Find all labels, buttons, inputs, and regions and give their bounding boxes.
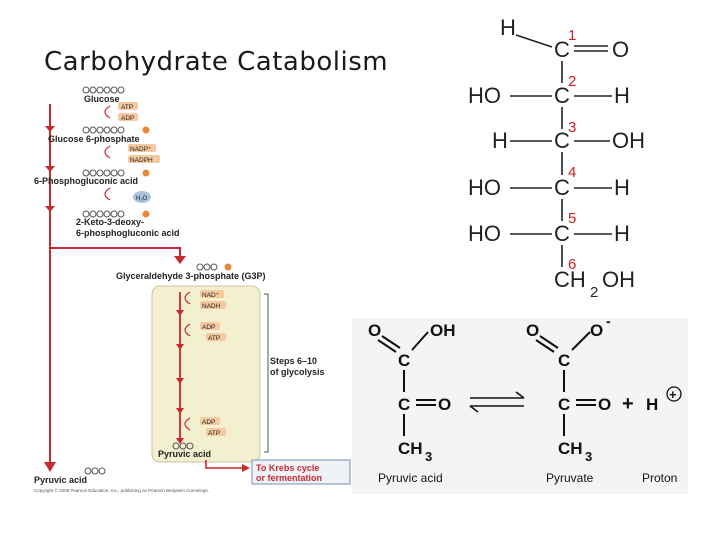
nadph-badge: [128, 155, 160, 163]
pyruvate-equilibrium: O OH C C O CH 3 O O - C C O CH 3 + H +: [352, 313, 688, 494]
acid-bonds: [377, 331, 436, 436]
nadph-label: NADPH: [130, 157, 153, 164]
g3p-label: Glyceraldehyde 3-phosphate (G3P): [116, 271, 266, 281]
glucose-structure: H C O HO C H H C OH HO C H HO C H CH 2 O…: [466, 15, 660, 301]
pyruvic-inner-carbons: [172, 442, 194, 450]
row4-right: H: [614, 175, 630, 200]
kdpg-carbons: [82, 210, 150, 218]
acid-sub: 3: [425, 449, 432, 464]
nadp-badge: [128, 144, 156, 152]
water-molecule: [133, 191, 151, 203]
row5-center: C: [554, 221, 570, 246]
equilibrium-arrows: [469, 391, 525, 413]
copyright-note: Copyright © 2009 Pearson Education, Inc.…: [34, 487, 209, 493]
row2-right: H: [614, 83, 630, 108]
row3-center: C: [554, 128, 570, 153]
arrow-head: [44, 462, 56, 472]
base-minus: -: [606, 318, 611, 329]
carbon-number-4: 4: [568, 164, 576, 181]
slide-title: Carbohydrate Catabolism: [44, 47, 389, 77]
base-o-side: O: [598, 395, 611, 414]
row5-left: HO: [468, 221, 501, 246]
nad-label: NAD⁺: [202, 292, 220, 299]
row1-center: C: [554, 37, 570, 62]
glycolysis-box: [151, 285, 261, 463]
pga-carbons: [82, 169, 150, 177]
carbon-number-3: 3: [568, 119, 576, 136]
atp3-label: ATP: [208, 430, 220, 437]
g6p-label: Glucose 6-phosphate: [48, 134, 140, 144]
atp-label: ATP: [121, 104, 133, 111]
plus-sign: +: [622, 393, 634, 415]
pathway-diagram: Glucose ATP ADP Glucose 6-phosphate NADP…: [30, 82, 356, 494]
base-c1: C: [558, 351, 570, 370]
row3-right: OH: [612, 128, 645, 153]
adp3-label: ADP: [202, 419, 215, 426]
base-o-top: O: [526, 321, 539, 340]
krebs-label-1: To Krebs cycle: [256, 463, 319, 473]
adp2-label: ADP: [202, 324, 215, 331]
row6-tail: OH: [602, 267, 635, 292]
adp-label: ADP: [121, 115, 134, 122]
row2-center: C: [554, 83, 570, 108]
base-o-minus: O: [590, 321, 603, 340]
atp2-label: ATP: [208, 335, 220, 342]
carbon-number-5: 5: [568, 210, 576, 227]
row1-left: H: [500, 15, 516, 40]
pyruvic-acid-label: Pyruvic acid: [378, 471, 443, 485]
steps-label-2: of glycolysis: [270, 367, 325, 377]
kdpg-label-1: 2-Keto-3-deoxy-: [76, 217, 144, 227]
row4-center: C: [554, 175, 570, 200]
row2-left: HO: [468, 83, 501, 108]
proton-charge: +: [669, 387, 677, 402]
glucose-label: Glucose: [84, 94, 120, 104]
branch-line: [49, 234, 181, 258]
pyruvic-bottom-carbons: [84, 467, 106, 475]
row6-main: CH: [554, 267, 586, 292]
carbon-number-6: 6: [568, 256, 576, 273]
base-sub: 3: [585, 449, 592, 464]
base-c2: C: [558, 395, 570, 414]
proton-charge-circle: [666, 386, 682, 402]
base-ch: CH: [558, 439, 583, 458]
proton-h: H: [646, 395, 658, 414]
pyruvic-bottom-label: Pyruvic acid: [34, 475, 87, 485]
krebs-box: [251, 459, 351, 485]
proton-label: Proton: [642, 471, 677, 485]
equilibrium-svg: O OH C C O CH 3 O O - C C O CH 3 + H +: [368, 313, 682, 485]
carbon-number-2: 2: [568, 73, 576, 90]
acid-c2: C: [398, 395, 410, 414]
adp-badge: [118, 113, 138, 121]
g6p-carbons: [82, 126, 150, 134]
glucose-structure-svg: H C O HO C H H C OH HO C H HO C H CH 2 O…: [468, 15, 645, 301]
steps-label-1: Steps 6–10: [270, 356, 317, 366]
row5-right: H: [614, 221, 630, 246]
row6-sub: 2: [590, 284, 598, 300]
pyruvic-inner-label: Pyruvic acid: [158, 449, 211, 459]
pga-label: 6-Phosphogluconic acid: [34, 176, 138, 186]
acid-oh-top: OH: [430, 321, 456, 340]
pyruvate-label: Pyruvate: [546, 471, 594, 485]
base-bonds: [535, 331, 596, 436]
acid-o-top: O: [368, 321, 381, 340]
water-label: H₂O: [136, 196, 148, 202]
nadp-label: NADP⁺: [130, 146, 152, 153]
nadh-label: NADH: [202, 303, 221, 310]
atp-badge: [118, 102, 138, 110]
pathway-svg: Glucose ATP ADP Glucose 6-phosphate NADP…: [34, 86, 351, 493]
row4-left: HO: [468, 175, 501, 200]
acid-ch: CH: [398, 439, 423, 458]
kdpg-label-2: 6-phosphogluconic acid: [76, 228, 180, 238]
row3-left: H: [492, 128, 508, 153]
row1-right: O: [612, 37, 629, 62]
krebs-label-2: or fermentation: [256, 473, 322, 483]
bonds: [510, 34, 612, 267]
acid-o-side: O: [438, 395, 451, 414]
acid-c1: C: [398, 351, 410, 370]
g3p-carbons: [196, 263, 232, 271]
glucose-carbons: [82, 86, 125, 94]
carbon-number-1: 1: [568, 27, 576, 44]
